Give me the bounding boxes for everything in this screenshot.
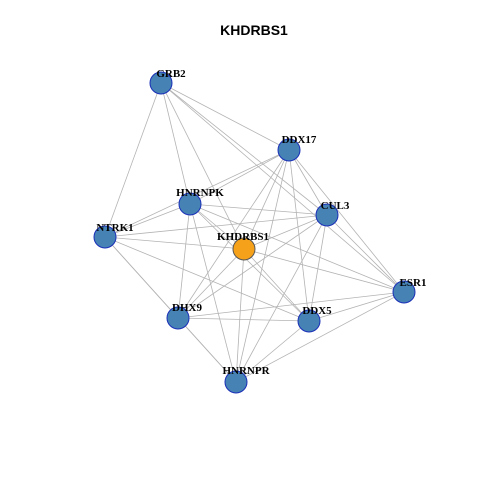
node-grb2[interactable]: GRB2 (149, 68, 186, 95)
node-circle[interactable] (149, 71, 173, 95)
edge-hnrnpk-cul3 (189, 203, 328, 216)
node-khdrbs1[interactable]: KHDRBS1 (217, 231, 269, 261)
edge-khdrbs1-hnrnpr (235, 248, 245, 383)
node-label: KHDRBS1 (217, 231, 269, 243)
edge-ddx17-hnrnpk (189, 149, 290, 205)
node-circle[interactable] (297, 309, 321, 333)
node-label: NTRK1 (96, 222, 133, 234)
edge-cul3-esr1 (326, 214, 405, 293)
edge-ntrk1-ddx5 (104, 236, 310, 322)
node-circle[interactable] (93, 225, 117, 249)
edge-ddx17-dhx9 (177, 149, 290, 319)
edge-hnrnpk-hnrnpr (189, 203, 237, 383)
node-label: HNRNPK (176, 187, 224, 199)
edge-grb2-esr1 (160, 82, 405, 293)
edge-grb2-khdrbs1 (160, 82, 245, 250)
edge-ddx5-hnrnpr (235, 320, 310, 383)
node-ddx17[interactable]: DDX17 (277, 134, 317, 162)
edge-grb2-ntrk1 (104, 82, 162, 238)
node-circle[interactable] (224, 370, 248, 394)
edge-khdrbs1-dhx9 (177, 248, 245, 319)
node-circle[interactable] (178, 192, 202, 216)
edge-esr1-hnrnpr (235, 291, 405, 383)
edge-khdrbs1-ddx5 (243, 248, 310, 322)
edge-ddx17-ddx5 (288, 149, 310, 322)
edge-cul3-ddx5 (308, 214, 328, 322)
node-hnrnpk[interactable]: HNRNPK (176, 187, 224, 216)
edge-cul3-dhx9 (177, 214, 328, 319)
edge-ddx17-esr1 (288, 149, 405, 293)
node-circle[interactable] (166, 306, 190, 330)
edge-layer (104, 82, 405, 383)
edge-ddx17-ntrk1 (104, 149, 290, 238)
edge-esr1-dhx9 (177, 291, 405, 319)
edge-dhx9-ddx5 (177, 317, 310, 322)
edge-hnrnpk-ddx5 (189, 203, 310, 322)
node-label: DDX17 (282, 134, 317, 146)
edge-esr1-ddx5 (308, 291, 405, 322)
node-ntrk1[interactable]: NTRK1 (93, 222, 134, 249)
node-label: CUL3 (321, 200, 350, 212)
edge-cul3-khdrbs1 (243, 214, 328, 250)
node-circle[interactable] (277, 138, 301, 162)
edge-dhx9-hnrnpr (177, 317, 237, 383)
edge-hnrnpk-dhx9 (177, 203, 191, 319)
node-cul3[interactable]: CUL3 (315, 200, 350, 227)
node-label: GRB2 (156, 68, 186, 80)
edge-cul3-hnrnpr (235, 214, 328, 383)
edge-khdrbs1-esr1 (243, 248, 405, 293)
edge-cul3-ntrk1 (104, 214, 328, 238)
edge-hnrnpk-esr1 (189, 203, 405, 293)
node-label: ESR1 (400, 277, 427, 289)
node-label: HNRNPR (222, 365, 270, 377)
node-ddx5[interactable]: DDX5 (297, 305, 332, 333)
edge-grb2-ddx17 (160, 82, 290, 151)
node-esr1[interactable]: ESR1 (392, 277, 427, 304)
node-dhx9[interactable]: DHX9 (166, 302, 202, 330)
edge-hnrnpk-khdrbs1 (189, 203, 245, 250)
graph-title: KHDRBS1 (220, 22, 288, 38)
node-circle[interactable] (232, 237, 256, 261)
edge-ddx17-cul3 (288, 149, 328, 216)
edge-grb2-cul3 (160, 82, 328, 216)
node-label: DHX9 (172, 302, 202, 314)
edge-hnrnpk-ntrk1 (104, 203, 191, 238)
node-label: DDX5 (302, 305, 332, 317)
node-circle[interactable] (392, 280, 416, 304)
node-hnrnpr[interactable]: HNRNPR (222, 365, 271, 394)
edge-grb2-hnrnpk (160, 82, 191, 205)
edge-ddx17-hnrnpr (235, 149, 290, 383)
edge-ntrk1-khdrbs1 (104, 236, 245, 250)
edge-ddx17-khdrbs1 (243, 149, 290, 250)
node-circle[interactable] (315, 203, 339, 227)
